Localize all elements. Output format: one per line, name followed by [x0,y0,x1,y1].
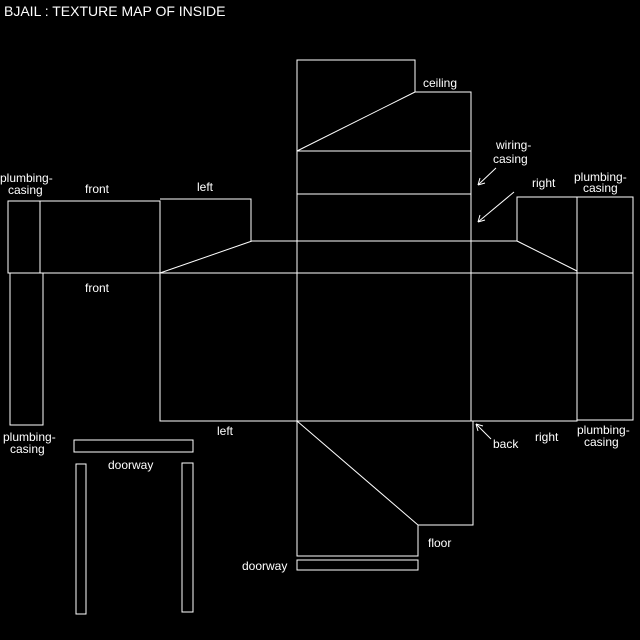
plumbing-casing-tr-label-line1: plumbing- [574,170,627,184]
right-top-label: right [532,176,556,190]
back-label: back [493,437,519,451]
doorway-left-label: doorway [108,458,153,472]
wiring-casing-strips [296,151,472,241]
wiring-casing-arrows [477,167,515,223]
left-bottom-label: left [217,424,234,438]
upper-band [160,240,633,274]
lower-band [159,273,578,422]
plumbing-casing-bl-label-line2: casing [10,442,45,456]
wiring-casing-label-line1: wiring- [495,138,531,152]
front-mid-label: front [85,281,110,295]
doorway-pieces [73,439,194,615]
plumbing-casing-br-label-line1: plumbing- [577,423,630,437]
page-title: BJAIL : TEXTURE MAP OF INSIDE [4,3,225,19]
plumbing-casing-br-label-line2: casing [584,435,619,449]
plumbing-casing-tl-label-line1: plumbing- [0,171,53,185]
floor-label: floor [428,536,451,550]
front-top-label: front [85,182,110,196]
back-arrow [475,423,492,440]
ceiling-panel [296,59,472,152]
ceiling-label: ceiling [423,76,457,90]
plumbing-casing-left-strip [9,273,44,426]
right-wall-flap [516,196,634,421]
wiring-casing-label-line2: casing [493,152,528,166]
left-wall-flap [159,198,253,274]
front-top-panel [7,200,161,274]
doorway-bottom-label: doorway [242,559,287,573]
plumbing-casing-bl-label-line1: plumbing- [3,430,56,444]
right-bottom-label: right [535,430,559,444]
floor-panel [296,420,474,571]
plumbing-casing-tr-label-line2: casing [583,181,618,195]
plumbing-casing-tl-label-line2: casing [8,183,43,197]
left-top-label: left [197,180,214,194]
